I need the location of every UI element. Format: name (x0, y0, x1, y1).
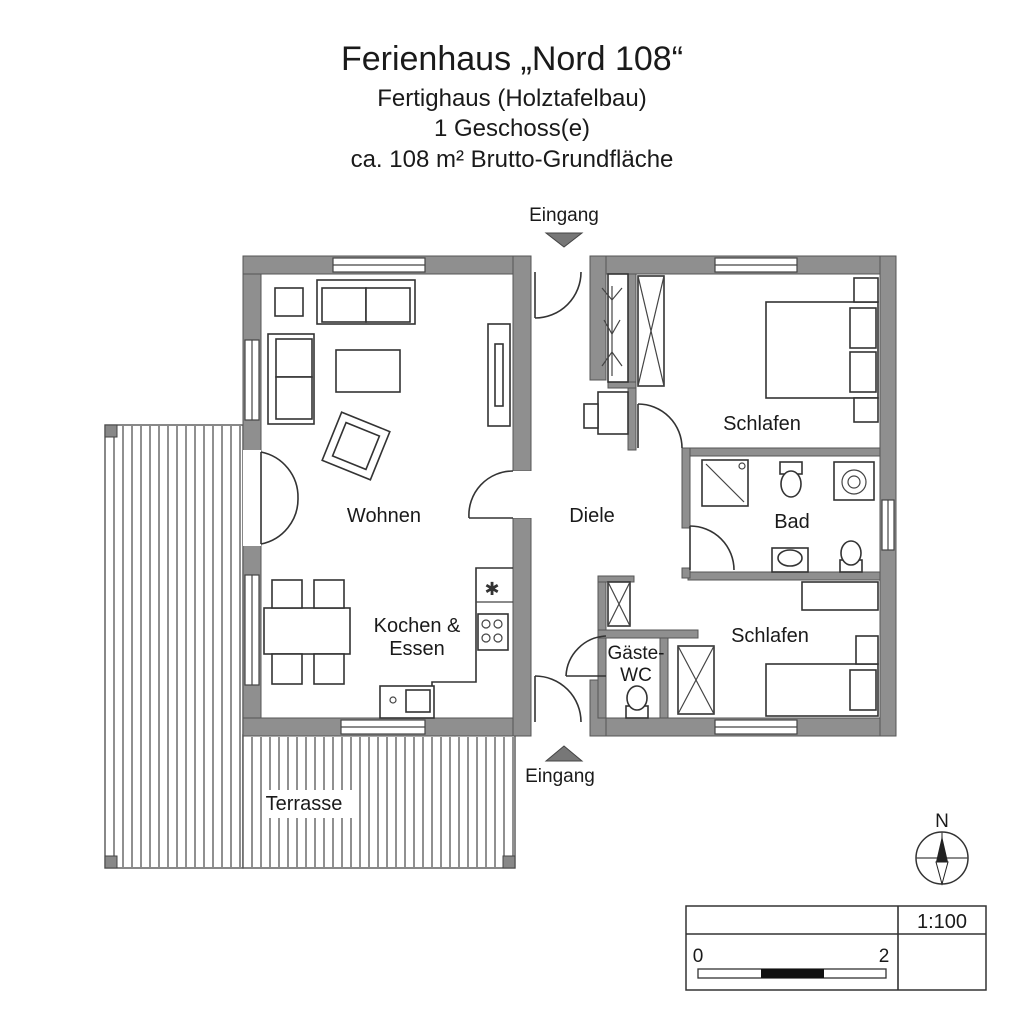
room-label-wc: WC (620, 665, 652, 686)
guest-wc-fixtures (625, 685, 649, 719)
entrance-top-marker (544, 232, 584, 248)
room-label-kochen: Kochen & (374, 615, 461, 637)
room-label-gaeste: Gäste- (607, 643, 664, 664)
plan-subtitle-construction: Fertighaus (Holztafelbau) (377, 85, 646, 112)
room-label-wohnen: Wohnen (347, 505, 421, 527)
plan-subtitle-area: ca. 108 m² Brutto-Grundfläche (351, 146, 674, 173)
entrance-bottom-label: Eingang (525, 766, 595, 787)
room-label-diele: Diele (569, 505, 615, 527)
room-label-bad: Bad (774, 511, 810, 533)
entrance-top-label: Eingang (529, 205, 599, 226)
terrace-deck (104, 424, 516, 869)
north-arrow-icon (915, 831, 969, 886)
kitchen-dining-furniture: ✱ (263, 567, 513, 719)
room-label-essen: Essen (389, 638, 445, 660)
bedroom-bottom-furniture (677, 581, 879, 717)
living-room-furniture (267, 279, 511, 481)
bathroom-fixtures (701, 459, 875, 573)
doors[interactable] (468, 271, 735, 723)
bedroom-top-furniture (765, 277, 879, 423)
svg-text:✱: ✱ (484, 579, 499, 599)
interior-walls (597, 273, 881, 719)
windows (244, 257, 895, 735)
entrance-bottom-marker (544, 745, 584, 762)
hallway-furniture (583, 273, 665, 627)
scale-ratio: 1:100 (917, 911, 967, 933)
scale-bar-start: 0 (693, 946, 704, 967)
plan-title: Ferienhaus „Nord 108“ (341, 40, 683, 78)
north-arrow-label: N (935, 811, 949, 832)
room-label-schlafen-bottom: Schlafen (731, 625, 809, 647)
plan-subtitle-floors: 1 Geschoss(e) (434, 115, 590, 142)
room-label-schlafen-top: Schlafen (723, 413, 801, 435)
terrace-door[interactable] (243, 450, 299, 546)
scale-bar-end: 2 (879, 946, 890, 967)
room-label-terrasse: Terrasse (266, 793, 343, 815)
scale-box (685, 905, 987, 991)
